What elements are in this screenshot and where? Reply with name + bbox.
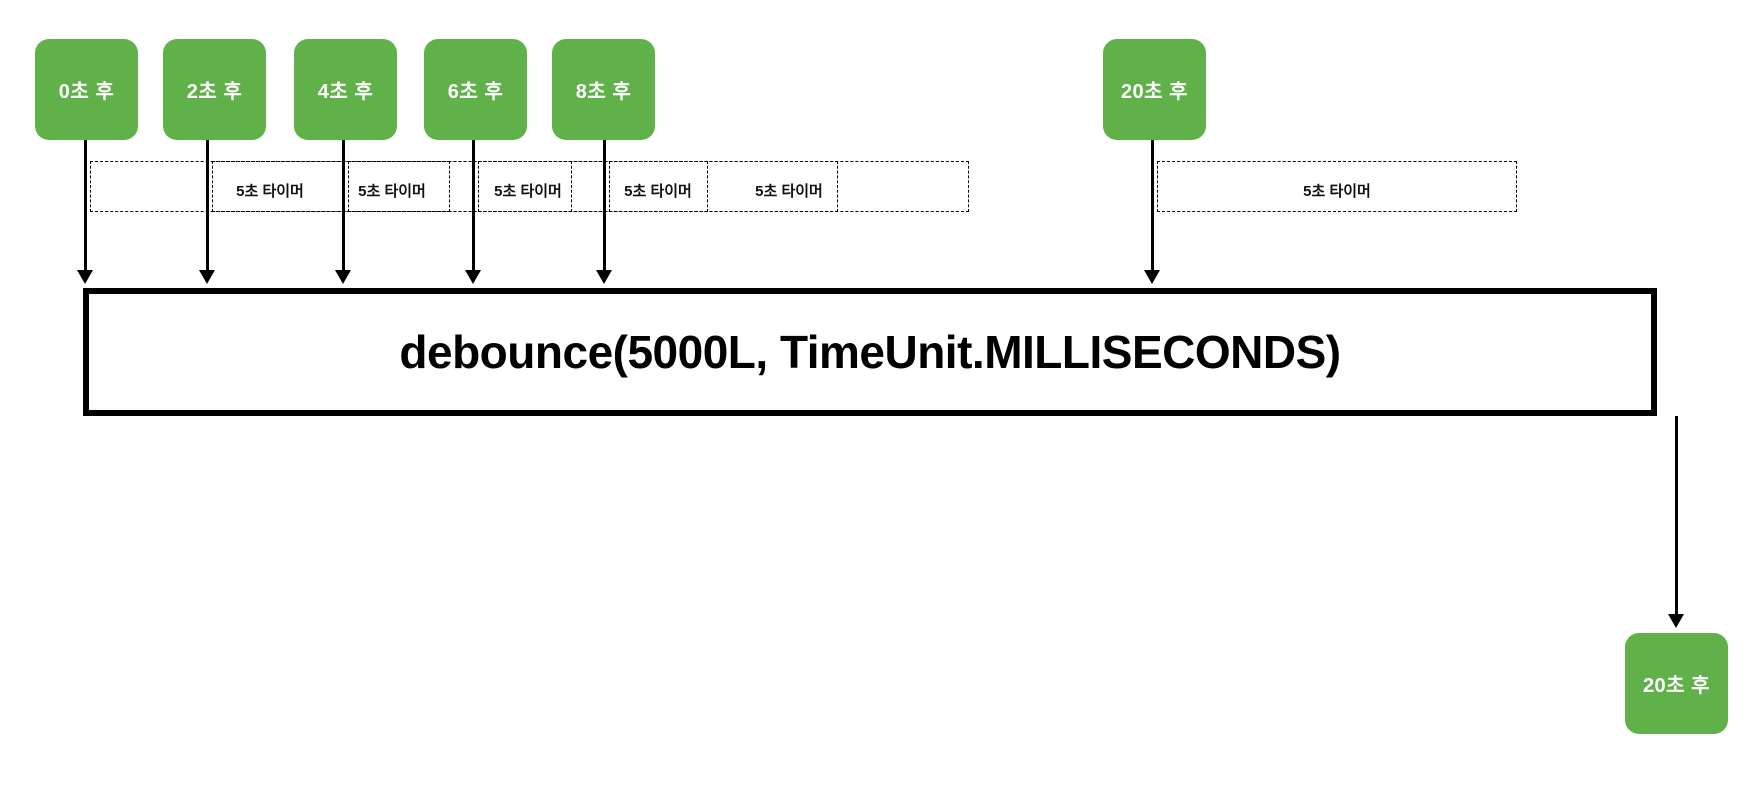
output-event-box-20s[interactable]: 20초 후 — [1625, 633, 1728, 734]
timer-window-6 — [1157, 161, 1517, 212]
event-box-label: 8초 후 — [575, 81, 632, 103]
event-box-label: 4초 후 — [317, 81, 374, 103]
event-box-4s[interactable]: 4초 후 — [294, 39, 397, 140]
output-connector-arrowhead — [1668, 614, 1684, 628]
connector-line-8s — [603, 140, 606, 274]
output-connector-line — [1675, 416, 1678, 616]
connector-arrowhead-20s — [1144, 270, 1160, 284]
connector-line-6s — [472, 140, 475, 274]
timer-window-label-6: 5초 타이머 — [1303, 183, 1371, 200]
timer-window-label-4: 5초 타이머 — [624, 183, 692, 200]
connector-line-4s — [342, 140, 345, 274]
event-box-label: 2초 후 — [186, 81, 243, 103]
connector-line-2s — [206, 140, 209, 274]
connector-arrowhead-6s — [465, 270, 481, 284]
event-box-2s[interactable]: 2초 후 — [163, 39, 266, 140]
timer-window-5 — [609, 161, 969, 212]
debounce-operator-label: debounce(5000L, TimeUnit.MILLISECONDS) — [399, 326, 1341, 378]
timer-window-label-3: 5초 타이머 — [494, 183, 562, 200]
event-box-label: 20초 후 — [1120, 81, 1189, 103]
event-box-8s[interactable]: 8초 후 — [552, 39, 655, 140]
timer-window-label-1: 5초 타이머 — [236, 183, 304, 200]
timer-window-label-2: 5초 타이머 — [358, 183, 426, 200]
connector-line-0s — [84, 140, 87, 274]
event-box-label: 6초 후 — [447, 81, 504, 103]
debounce-operator-box[interactable]: debounce(5000L, TimeUnit.MILLISECONDS) — [83, 288, 1657, 416]
output-event-box-label: 20초 후 — [1642, 675, 1711, 697]
event-box-label: 0초 후 — [58, 81, 115, 103]
event-box-0s[interactable]: 0초 후 — [35, 39, 138, 140]
timer-window-label-5: 5초 타이머 — [755, 183, 823, 200]
connector-arrowhead-4s — [335, 270, 351, 284]
event-box-20s[interactable]: 20초 후 — [1103, 39, 1206, 140]
connector-line-20s — [1151, 140, 1154, 274]
connector-arrowhead-2s — [199, 270, 215, 284]
connector-arrowhead-0s — [77, 270, 93, 284]
connector-arrowhead-8s — [596, 270, 612, 284]
event-box-6s[interactable]: 6초 후 — [424, 39, 527, 140]
